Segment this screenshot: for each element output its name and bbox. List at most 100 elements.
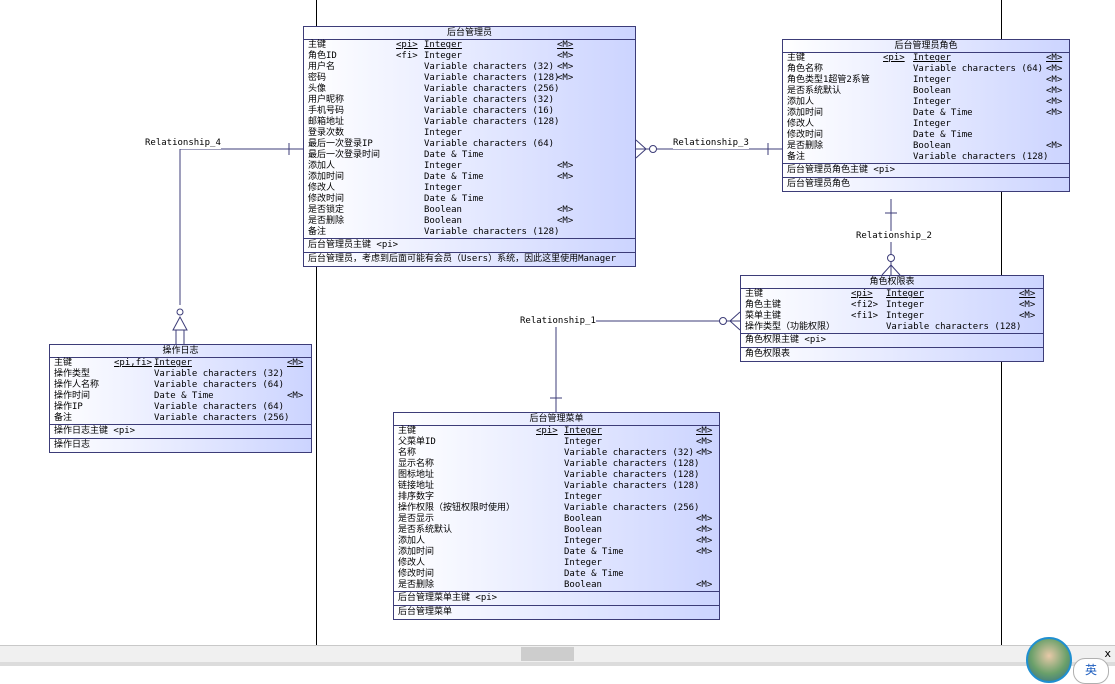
- attribute-type: Variable characters (128): [886, 322, 1022, 332]
- entity-title: 后台管理菜单: [394, 413, 719, 426]
- attribute-mandatory: <M>: [696, 547, 713, 557]
- attribute-name: 主键: [54, 358, 73, 368]
- attribute-type: Integer: [564, 492, 602, 502]
- attribute-name: 角色主键: [745, 300, 782, 310]
- horizontal-scrollbar[interactable]: x: [0, 645, 1115, 663]
- relationship-4-label[interactable]: Relationship_4: [145, 138, 221, 149]
- attribute-mandatory: <M>: [696, 580, 713, 590]
- attribute-row[interactable]: 菜单主键<fi1>Integer<M>: [741, 311, 1043, 322]
- attribute-type: Integer: [424, 183, 462, 193]
- attribute-type: Date & Time: [424, 150, 484, 160]
- attribute-type: Variable characters (256): [424, 84, 560, 94]
- attribute-name: 操作权限（按钮权限时使用）: [398, 503, 516, 513]
- relationship-1-label[interactable]: Relationship_1: [520, 316, 596, 327]
- attribute-name: 添加人: [398, 536, 426, 546]
- attribute-row[interactable]: 主键<pi>Integer<M>: [304, 40, 635, 51]
- scrollbar-thumb[interactable]: [521, 647, 574, 661]
- attribute-name: 图标地址: [398, 470, 435, 480]
- attribute-mandatory: <M>: [557, 216, 574, 226]
- attribute-mandatory: <M>: [1046, 108, 1063, 118]
- attribute-type: Variable characters (32): [154, 369, 285, 379]
- attribute-type: Integer: [564, 437, 602, 447]
- attribute-row[interactable]: 主键<pi,fi>Integer<M>: [50, 358, 311, 369]
- attribute-name: 操作类型（功能权限）: [745, 322, 836, 332]
- attribute-name: 添加时间: [787, 108, 824, 118]
- attribute-type: Integer: [886, 300, 924, 310]
- attribute-row[interactable]: 操作类型（功能权限） Variable characters (128): [741, 322, 1043, 333]
- attribute-name: 备注: [308, 227, 327, 237]
- entity-admin[interactable]: 后台管理员主键<pi>Integer<M>角色ID<fi>Integer<M>用…: [303, 26, 636, 267]
- attribute-row[interactable]: 主键<pi>Integer<M>: [783, 53, 1069, 64]
- ime-language-indicator[interactable]: 英: [1073, 658, 1109, 684]
- attribute-row[interactable]: 角色主键<fi2>Integer<M>: [741, 300, 1043, 311]
- attribute-row[interactable]: 主键<pi>Integer<M>: [741, 289, 1043, 300]
- attribute-mandatory: <M>: [557, 62, 574, 72]
- relationship-2-label[interactable]: Relationship_2: [856, 231, 932, 242]
- attribute-type: Variable characters (256): [564, 503, 700, 513]
- relationship-3-circle: [649, 145, 657, 153]
- relationship-3-label[interactable]: Relationship_3: [673, 138, 749, 149]
- avatar[interactable]: [1026, 637, 1072, 683]
- attribute-type: Variable characters (64): [154, 380, 285, 390]
- close-icon[interactable]: x: [1104, 647, 1111, 660]
- attribute-row[interactable]: 主键<pi>Integer<M>: [394, 426, 719, 437]
- attribute-name: 角色ID: [308, 51, 337, 61]
- attribute-type: Variable characters (128): [913, 152, 1049, 162]
- attribute-type: Variable characters (256): [154, 413, 290, 423]
- attribute-mandatory: <M>: [557, 73, 574, 83]
- entity-comment: 后台管理员，考虑到后面可能有会员（Users）系统，因此这里使用Manager: [308, 254, 617, 264]
- page-boundary-left: [316, 0, 317, 645]
- attribute-key: <pi>: [536, 426, 558, 436]
- attribute-row[interactable]: 操作权限（按钮权限时使用） Variable characters (256): [394, 503, 719, 514]
- attribute-mandatory: <M>: [696, 514, 713, 524]
- attribute-row[interactable]: 角色ID<fi>Integer<M>: [304, 51, 635, 62]
- entity-role-permission[interactable]: 角色权限表主键<pi>Integer<M>角色主键<fi2>Integer<M>…: [740, 275, 1044, 362]
